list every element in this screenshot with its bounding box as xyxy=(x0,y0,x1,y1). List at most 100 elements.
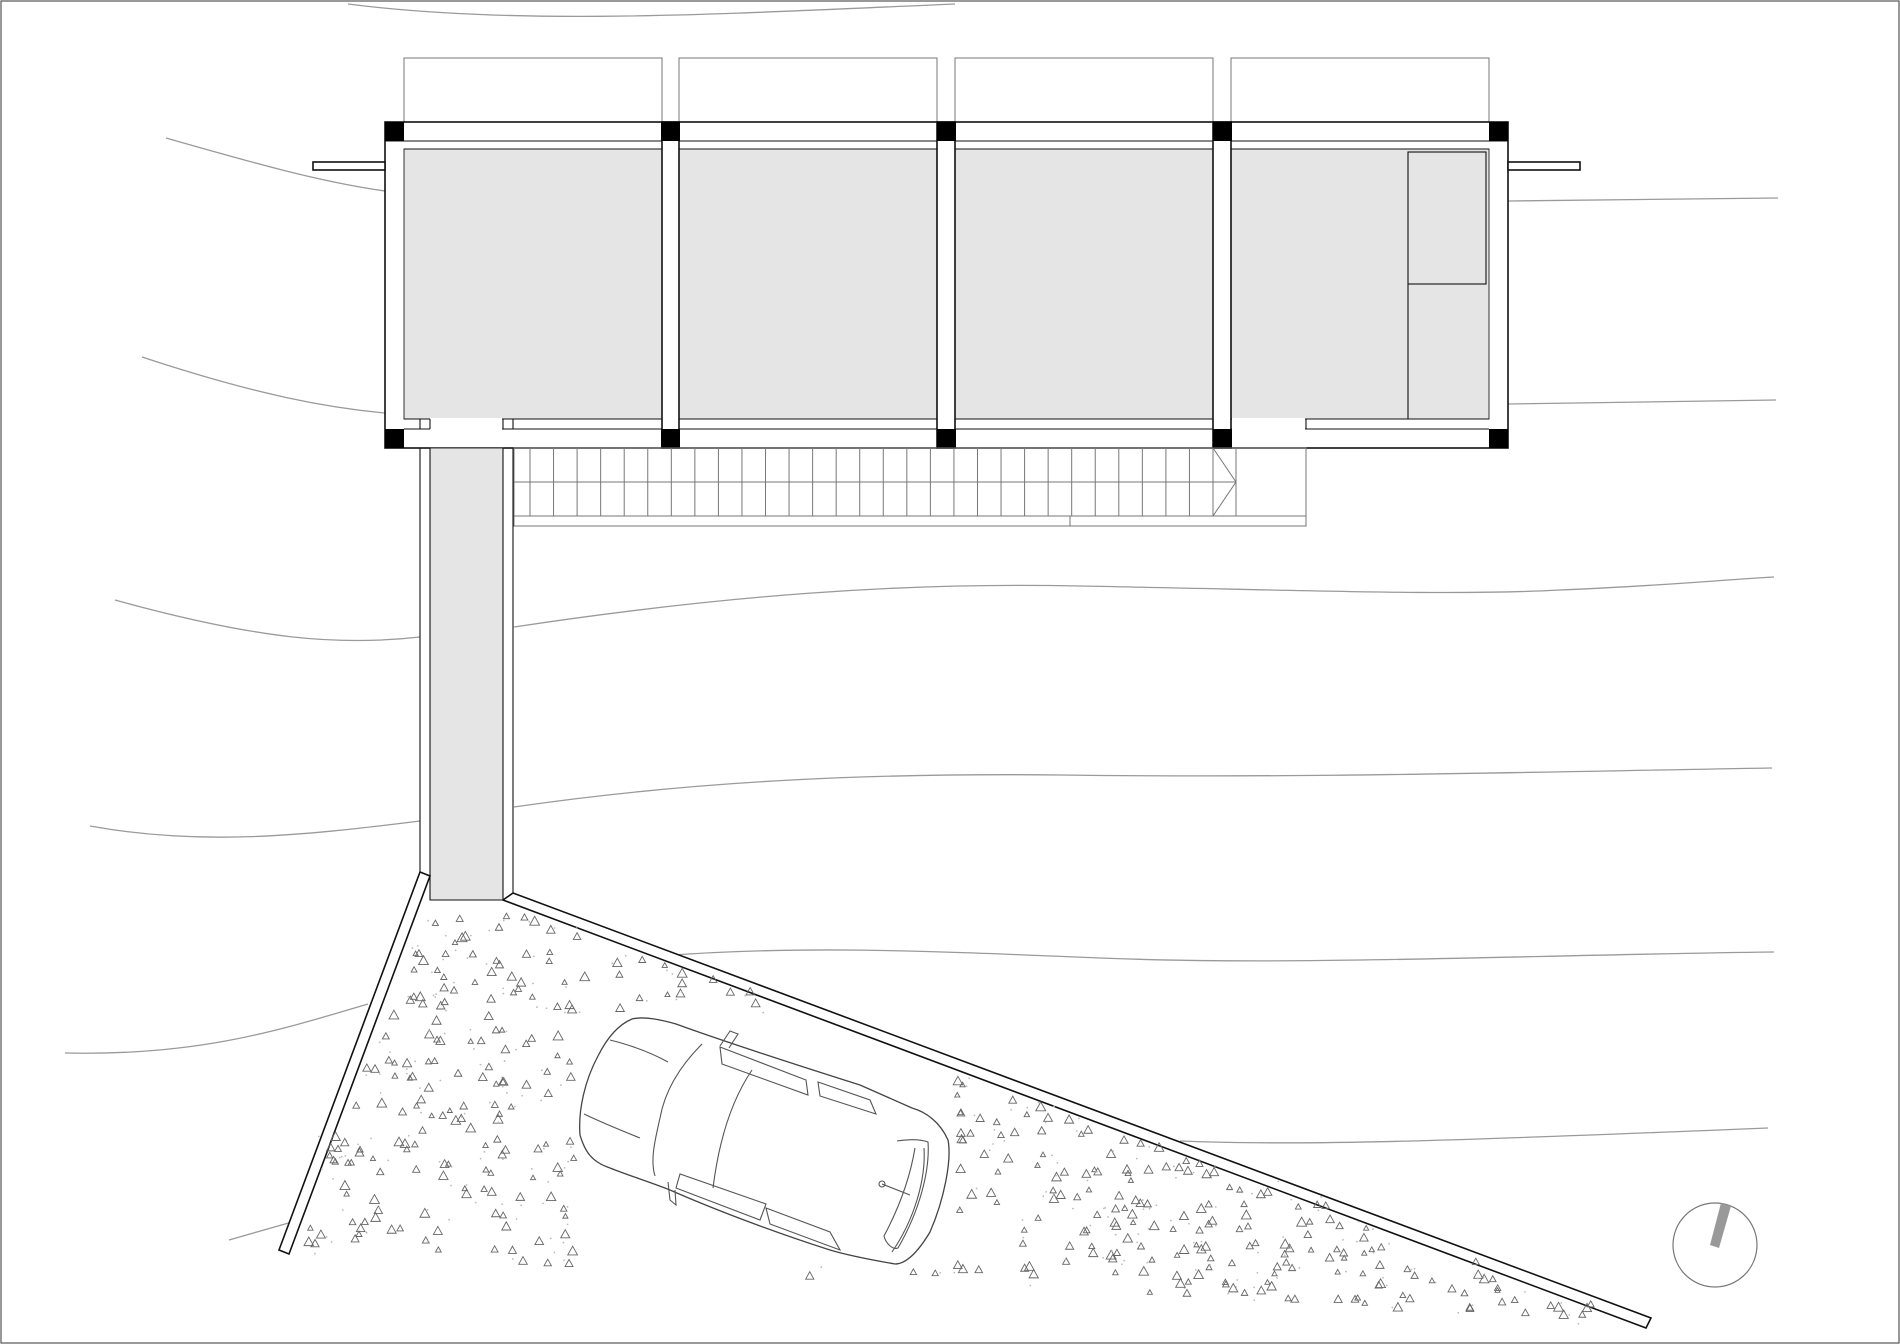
gravel-mark xyxy=(1399,1291,1407,1298)
gravel-dot xyxy=(515,1218,518,1220)
gravel-dot xyxy=(502,987,505,990)
gravel-mark xyxy=(1063,1114,1075,1124)
gravel-dot xyxy=(1410,1268,1413,1271)
gravel-mark xyxy=(1201,1168,1212,1179)
gravel-dot xyxy=(1188,1222,1190,1225)
gravel-mark xyxy=(1558,1309,1570,1319)
gravel-dot xyxy=(1107,1216,1109,1218)
gravel-mark xyxy=(1195,1225,1204,1234)
gravel-mark xyxy=(1264,1278,1271,1285)
door-opening xyxy=(430,418,502,430)
gravel-dot xyxy=(511,1258,514,1260)
gravel-mark xyxy=(552,1030,564,1041)
gravel-mark xyxy=(467,1037,474,1044)
gravel-mark xyxy=(1339,1248,1349,1257)
gravel-mark xyxy=(1227,1258,1237,1267)
walkway xyxy=(419,447,514,901)
gravel-mark xyxy=(955,1127,966,1137)
gravel-mark xyxy=(566,1003,578,1014)
gravel-dot xyxy=(543,1147,545,1150)
gravel-mark xyxy=(1182,1156,1191,1165)
gravel-mark xyxy=(565,1057,574,1065)
gravel-dot xyxy=(1382,1276,1385,1279)
gravel-dot xyxy=(553,927,556,929)
gravel-mark xyxy=(1586,1299,1595,1308)
contour-line xyxy=(513,576,1775,628)
gravel-dot xyxy=(1045,1190,1048,1193)
gravel-dot xyxy=(431,971,433,974)
gravel-dot xyxy=(1172,1165,1175,1168)
gravel-mark xyxy=(1127,1176,1135,1183)
gravel-dot xyxy=(1257,1251,1259,1254)
gravel-mark xyxy=(325,1151,334,1159)
gravel-mark xyxy=(521,1039,531,1047)
parking-walls xyxy=(277,870,1653,1330)
gravel-dot xyxy=(501,1158,504,1161)
gravel-mark xyxy=(1255,1188,1266,1199)
gravel-dot xyxy=(956,1095,959,1098)
gravel-mark xyxy=(1121,1204,1129,1211)
gravel-dot xyxy=(1052,1194,1055,1197)
gravel-mark xyxy=(487,1169,495,1176)
gravel-dot xyxy=(1200,1240,1203,1243)
gravel-dot xyxy=(563,1166,566,1169)
gravel-mark xyxy=(1368,1246,1376,1253)
gravel-mark xyxy=(339,1179,351,1190)
gravel-dot xyxy=(1086,1179,1089,1182)
gravel-mark xyxy=(397,1106,408,1116)
gravel-mark xyxy=(416,1094,427,1104)
gravel-dot xyxy=(501,1203,504,1206)
gravel-mark xyxy=(1092,1210,1102,1218)
gravel-mark xyxy=(438,1110,448,1119)
gravel-mark xyxy=(552,1162,564,1172)
gravel-mark xyxy=(1362,1224,1370,1231)
gravel-mark xyxy=(368,1193,381,1204)
gravel-mark xyxy=(745,986,756,996)
gravel-mark xyxy=(1077,1130,1085,1137)
gravel-mark xyxy=(931,1269,940,1277)
gravel-mark xyxy=(1410,1271,1419,1279)
gravel-dot xyxy=(578,1011,581,1014)
gravel-dot xyxy=(1142,1208,1145,1211)
gravel-mark xyxy=(1184,1277,1193,1285)
structural-column xyxy=(661,429,680,448)
gravel-mark xyxy=(430,1056,439,1065)
gravel-mark xyxy=(490,1244,499,1253)
gravel-dot xyxy=(992,1143,994,1145)
gravel-mark xyxy=(1207,1215,1218,1225)
gravel-mark xyxy=(386,1224,397,1234)
gravel-dot xyxy=(675,998,678,1001)
gravel-mark xyxy=(1081,1168,1092,1178)
gravel-mark xyxy=(1552,1301,1565,1312)
gravel-dot xyxy=(341,1209,344,1212)
gravel-dot xyxy=(671,973,674,975)
gravel-mark xyxy=(515,1191,526,1201)
gravel-mark xyxy=(409,992,419,1000)
gravel-mark xyxy=(369,1155,377,1162)
gravel-mark xyxy=(1020,1226,1028,1233)
car-antenna xyxy=(881,1183,911,1196)
gravel-mark xyxy=(1107,1253,1118,1263)
gravel-mark xyxy=(545,957,553,964)
gravel-mark xyxy=(493,1134,502,1143)
gravel-mark xyxy=(1359,1269,1367,1277)
gravel-dot xyxy=(1192,1171,1195,1174)
gravel-dot xyxy=(452,981,455,984)
gravel-mark xyxy=(499,1211,508,1219)
gravel-mark xyxy=(1321,1201,1331,1210)
gravel-dot xyxy=(1135,1157,1138,1160)
gravel-mark xyxy=(1305,1217,1314,1225)
gravel-mark xyxy=(553,1002,562,1010)
gravel-dot xyxy=(939,1271,942,1274)
gravel-mark xyxy=(491,1025,501,1034)
gravel-mark xyxy=(495,1110,504,1117)
gravel-mark xyxy=(482,1141,490,1148)
gravel-mark xyxy=(565,1136,575,1145)
gravel-mark xyxy=(498,1076,508,1086)
gravel-mark xyxy=(952,1075,964,1086)
gravel-dot xyxy=(340,1155,343,1158)
gravel-mark xyxy=(565,1071,576,1081)
gravel-dot xyxy=(570,1146,572,1149)
gravel-mark xyxy=(376,1097,388,1108)
gravel-dot xyxy=(470,934,472,937)
